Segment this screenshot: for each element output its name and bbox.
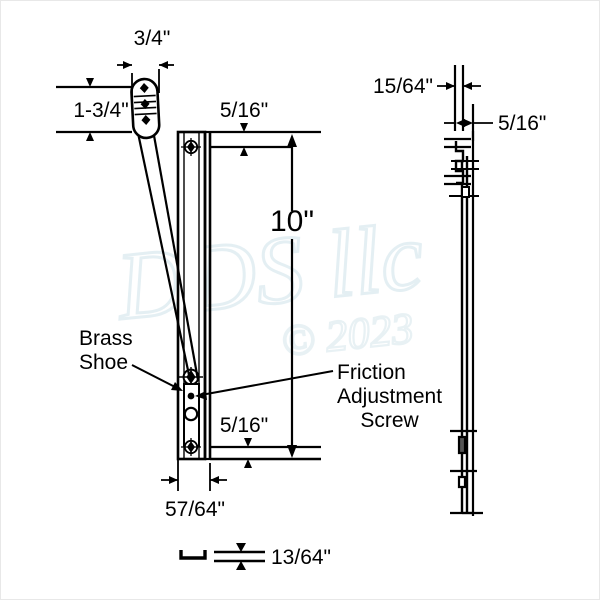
dimension-label-offset-left: 1-3/4" xyxy=(73,99,128,122)
side-lower-detail xyxy=(450,429,483,515)
annotation-friction-screw: Friction Adjustment Screw xyxy=(337,361,442,433)
dimension-side-offset xyxy=(444,119,493,127)
leader-brass-shoe xyxy=(131,364,183,391)
top-mounting-screw xyxy=(181,138,201,156)
carrier-block xyxy=(179,367,203,456)
dimension-offset-left xyxy=(56,78,132,141)
friction-adjustment-screw-head xyxy=(187,392,195,400)
dimension-track-width xyxy=(161,459,227,491)
leader-friction-screw xyxy=(195,370,334,400)
dimension-bottom-gap xyxy=(210,438,321,468)
dimension-label-side-offset: 5/16" xyxy=(498,112,546,135)
dimension-label-material-thick: 13/64" xyxy=(271,546,331,569)
dimension-label-overall-height: 10" xyxy=(270,205,314,238)
annotation-brass-shoe: Brass Shoe xyxy=(79,327,133,374)
annotation-friction-screw-line-2: Adjustment xyxy=(337,384,443,408)
dimension-width-top xyxy=(117,61,174,97)
annotation-friction-screw-line-1: Friction xyxy=(337,361,406,384)
annotation-brass-shoe-line-2: Shoe xyxy=(79,350,129,374)
dimension-label-side-thickness: 15/64" xyxy=(373,75,433,98)
annotation-brass-shoe-line-1: Brass xyxy=(79,327,133,350)
dimension-label-top-gap: 5/16" xyxy=(220,99,268,122)
annotation-friction-screw-line-3: Screw xyxy=(360,408,419,432)
operator-arm xyxy=(136,129,200,381)
dimension-label-track-width: 57/64" xyxy=(165,498,225,521)
watermark: DDS llc © 2023 xyxy=(109,200,430,367)
thickness-detail xyxy=(179,543,265,570)
dimension-top-gap xyxy=(210,123,321,156)
dimension-overall-height xyxy=(287,134,297,458)
dimension-label-bottom-gap: 5/16" xyxy=(220,414,268,437)
brass-shoe-detail xyxy=(130,77,161,140)
front-elevation-view xyxy=(130,77,212,461)
dimension-label-width-top: 3/4" xyxy=(134,27,171,50)
side-edge-view xyxy=(444,65,483,516)
side-upper-detail xyxy=(444,137,479,198)
dimension-side-thickness xyxy=(437,82,481,90)
